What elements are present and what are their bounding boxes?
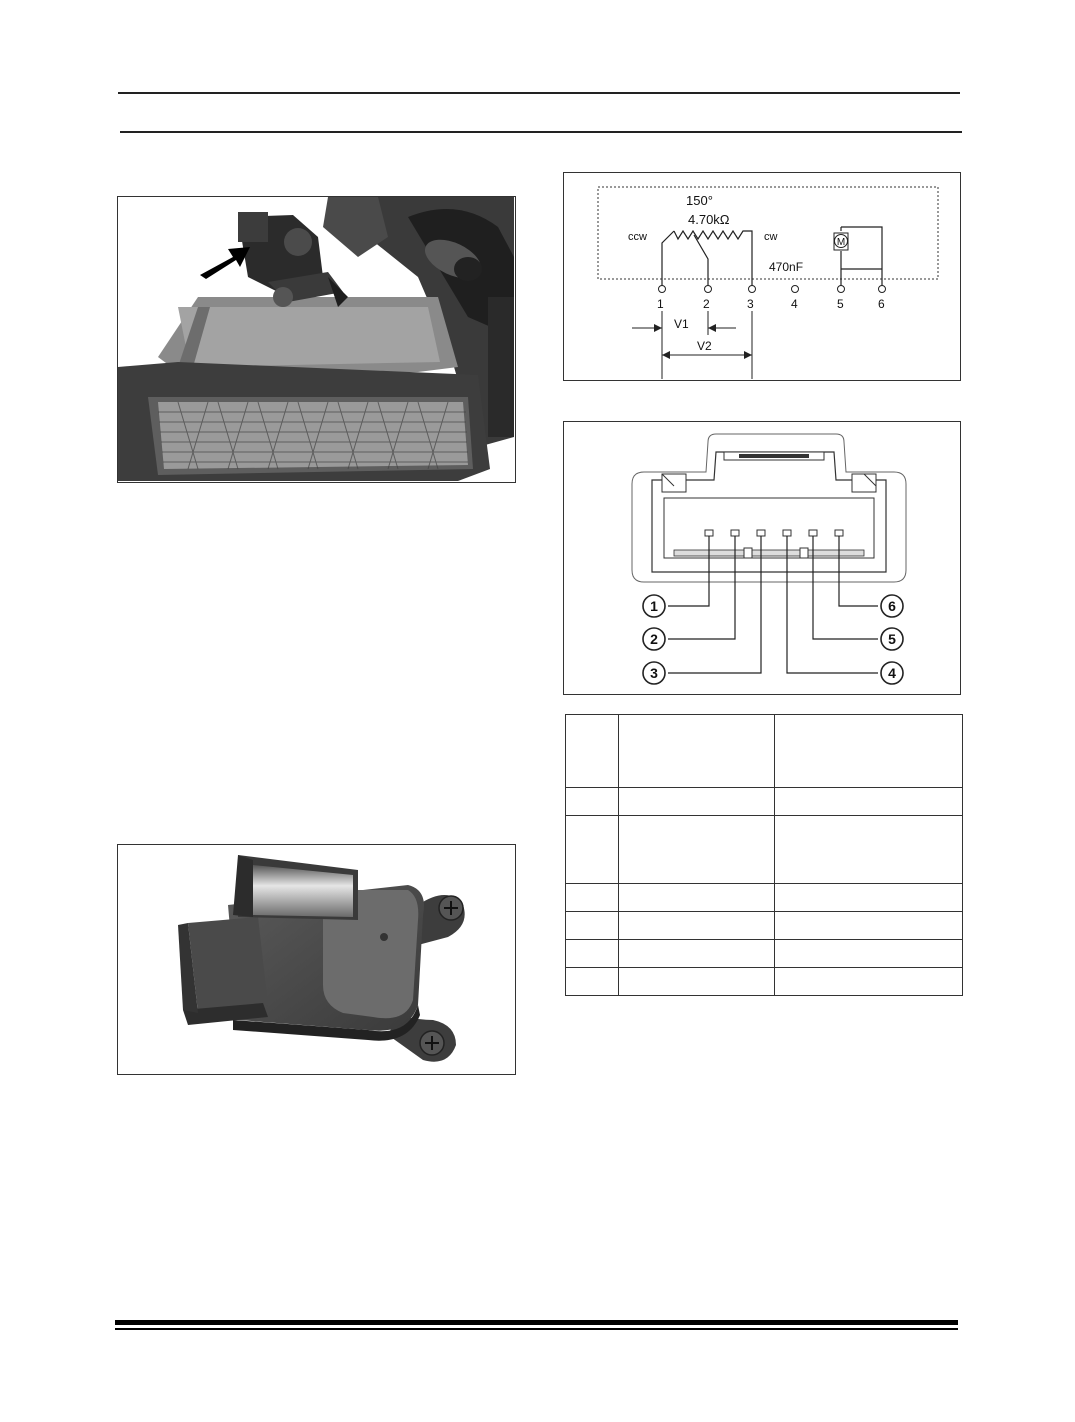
table-cell (565, 787, 619, 816)
resistor-symbol (673, 229, 753, 286)
table-cell (774, 787, 963, 816)
pin-label-4: 4 (791, 297, 798, 311)
actuator-location-figure (117, 196, 516, 483)
motor-icon: M (833, 232, 849, 251)
table-row (565, 883, 963, 912)
callout-6: 6 (880, 594, 904, 618)
actuator-component-illustration (178, 855, 465, 1062)
callout-1-label: 1 (650, 598, 658, 614)
table-cell (617, 714, 776, 788)
table-cell (617, 967, 776, 996)
schematic-angle: 150° (686, 193, 713, 208)
table-row (565, 939, 963, 968)
callout-1: 1 (642, 594, 666, 618)
table-cell (565, 967, 619, 996)
schematic-capacitor: 470nF (769, 260, 803, 274)
table-cell (774, 883, 963, 912)
schematic-resistance: 4.70kΩ (688, 212, 730, 227)
table-row (565, 911, 963, 940)
table-cell (617, 787, 776, 816)
table-cell (565, 815, 619, 884)
actuator-schematic: 150° 4.70kΩ ccw cw 470nF M 1 2 3 4 5 6 (597, 186, 939, 379)
table-cell (565, 939, 619, 968)
table-cell (565, 911, 619, 940)
pin-label-1: 1 (657, 297, 664, 311)
table-cell (774, 939, 963, 968)
table-cell (565, 714, 619, 788)
header-rule-top (118, 92, 960, 94)
table-header-row (565, 714, 963, 788)
table-cell (565, 883, 619, 912)
v2-label: V2 (697, 339, 712, 353)
table-row (565, 967, 963, 996)
header-rule-bottom (120, 131, 962, 133)
connector-pinout-drawing: 1 2 3 4 5 6 (631, 433, 907, 685)
table-cell (774, 714, 963, 788)
connector-pinout-figure: 1 2 3 4 5 6 (563, 421, 961, 695)
pin-label-3: 3 (747, 297, 754, 311)
table-cell (617, 911, 776, 940)
table-cell (774, 911, 963, 940)
callout-5-label: 5 (888, 631, 896, 647)
callout-3-label: 3 (650, 665, 658, 681)
pin-function-table (565, 714, 963, 996)
arrow-icon (200, 247, 250, 279)
pin-label-5: 5 (837, 297, 844, 311)
callout-3: 3 (642, 661, 666, 685)
pin-label-6: 6 (878, 297, 885, 311)
callout-2-label: 2 (650, 631, 658, 647)
actuator-location-illustration (118, 197, 514, 481)
motor-label: M (837, 237, 845, 248)
schematic-ccw-label: ccw (628, 231, 647, 243)
table-cell (617, 883, 776, 912)
table-cell (617, 815, 776, 884)
callout-4-label: 4 (888, 665, 896, 681)
schematic-cw-label: cw (764, 231, 778, 243)
table-cell (617, 939, 776, 968)
table-cell (774, 967, 963, 996)
actuator-schematic-figure: 150° 4.70kΩ ccw cw 470nF M 1 2 3 4 5 6 (563, 172, 961, 381)
actuator-component-figure (117, 844, 516, 1075)
v1-label: V1 (674, 317, 689, 331)
callout-5: 5 (880, 627, 904, 651)
table-row (565, 815, 963, 884)
callout-4: 4 (880, 661, 904, 685)
table-cell (774, 815, 963, 884)
callout-2: 2 (642, 627, 666, 651)
footer-rule-thick (115, 1320, 958, 1325)
footer-rule-thin (115, 1328, 958, 1330)
pin-label-2: 2 (703, 297, 710, 311)
table-row (565, 787, 963, 816)
callout-6-label: 6 (888, 598, 896, 614)
